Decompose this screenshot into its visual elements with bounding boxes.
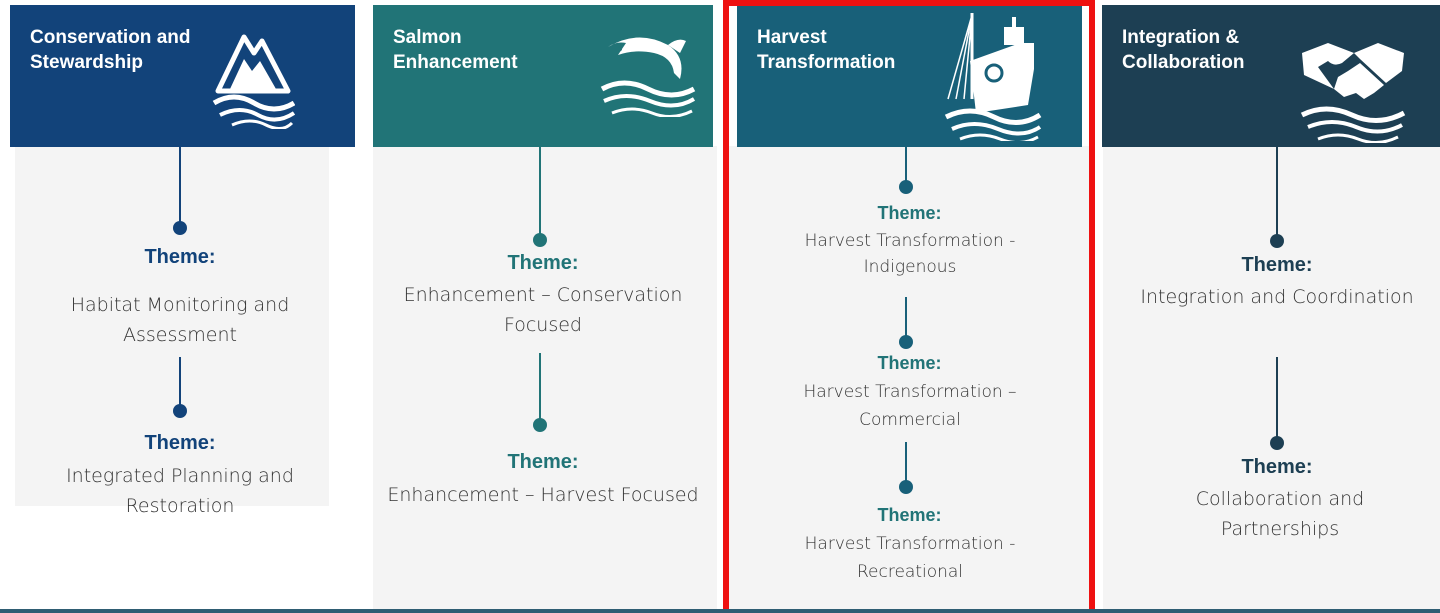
theme-text: Harvest Transformation - Recreational xyxy=(804,534,1016,582)
connector-line xyxy=(1276,147,1278,237)
theme-text: Integration and Coordination xyxy=(1140,286,1414,308)
connector-line xyxy=(179,147,181,225)
theme-text: Harvest Transformation - Indigenous xyxy=(804,231,1016,277)
theme-text: Harvest Transformation – Commercial xyxy=(803,382,1017,430)
connector-line xyxy=(1276,357,1278,439)
fishing-boat-icon xyxy=(944,13,1042,141)
column-header-conservation: Conservation and Stewardship xyxy=(10,5,355,147)
theme-text: Integrated Planning and Restoration xyxy=(66,465,294,517)
theme-node xyxy=(1270,234,1284,248)
column-header-harvest: Harvest Transformation xyxy=(737,5,1082,147)
column-header-salmon: Salmon Enhancement xyxy=(373,5,713,147)
column-header-title: Salmon Enhancement xyxy=(393,27,518,73)
theme-node xyxy=(899,480,913,494)
connector-line xyxy=(539,353,541,421)
connector-line xyxy=(179,357,181,405)
connector-line xyxy=(905,147,907,185)
column-harvest-bg xyxy=(729,146,1089,613)
column-integration-bg xyxy=(1103,146,1440,613)
highlight-frame xyxy=(723,0,1095,613)
theme-node xyxy=(899,180,913,194)
connector-line xyxy=(905,442,907,486)
theme-text: Collaboration and Partnerships xyxy=(1195,488,1365,540)
column-salmon-bg xyxy=(373,146,717,613)
connector-line xyxy=(539,147,541,235)
theme-node xyxy=(173,404,187,418)
theme-node xyxy=(173,221,187,235)
theme-label: Theme: xyxy=(877,505,942,525)
column-header-title: Conservation and Stewardship xyxy=(30,27,191,73)
theme-node xyxy=(533,233,547,247)
bottom-divider xyxy=(0,609,1440,613)
theme-label: Theme: xyxy=(507,252,579,274)
salmon-icon xyxy=(600,37,696,117)
theme-text: Habitat Monitoring and Assessment xyxy=(70,294,290,346)
theme-label: Theme: xyxy=(144,432,216,454)
theme-label: Theme: xyxy=(1241,456,1313,478)
theme-node xyxy=(899,335,913,349)
theme-node xyxy=(1270,436,1284,450)
theme-label: Theme: xyxy=(507,451,579,473)
column-header-integration: Integration & Collaboration xyxy=(1102,5,1440,147)
column-conservation-bg xyxy=(15,146,329,506)
theme-text: Enhancement – Conservation Focused xyxy=(403,284,683,336)
theme-label: Theme: xyxy=(1241,254,1313,276)
theme-node xyxy=(533,418,547,432)
theme-label: Theme: xyxy=(877,203,942,223)
theme-label: Theme: xyxy=(877,353,942,373)
mountain-waves-icon xyxy=(212,34,295,129)
column-header-title: Integration & Collaboration xyxy=(1122,27,1245,73)
handshake-icon xyxy=(1300,43,1406,143)
connector-line xyxy=(905,297,907,341)
theme-text: Enhancement – Harvest Focused xyxy=(387,484,699,506)
column-header-title: Harvest Transformation xyxy=(757,27,896,73)
theme-label: Theme: xyxy=(144,246,216,268)
